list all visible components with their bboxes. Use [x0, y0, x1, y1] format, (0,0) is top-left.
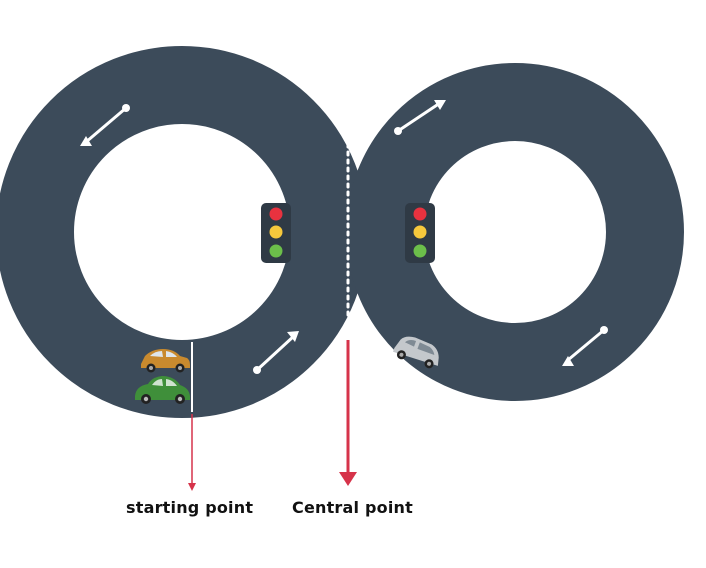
- direction-arrow-icon: [394, 100, 446, 135]
- starting-point-pointer: [188, 414, 196, 491]
- starting-point-label: starting point: [126, 498, 254, 517]
- traffic-light-icon: [261, 203, 291, 263]
- left-ring-road: [0, 46, 368, 418]
- right-ring-road: [346, 63, 684, 401]
- traffic-light-icon: [405, 203, 435, 263]
- direction-arrow-icon: [562, 326, 608, 366]
- car-icon: [135, 376, 190, 404]
- direction-arrow-icon: [80, 104, 130, 146]
- central-point-pointer: [339, 340, 357, 486]
- car-icon: [141, 349, 190, 373]
- car-icon: [392, 336, 439, 369]
- direction-arrow-icon: [253, 331, 299, 374]
- central-point-label: Central point: [292, 498, 413, 517]
